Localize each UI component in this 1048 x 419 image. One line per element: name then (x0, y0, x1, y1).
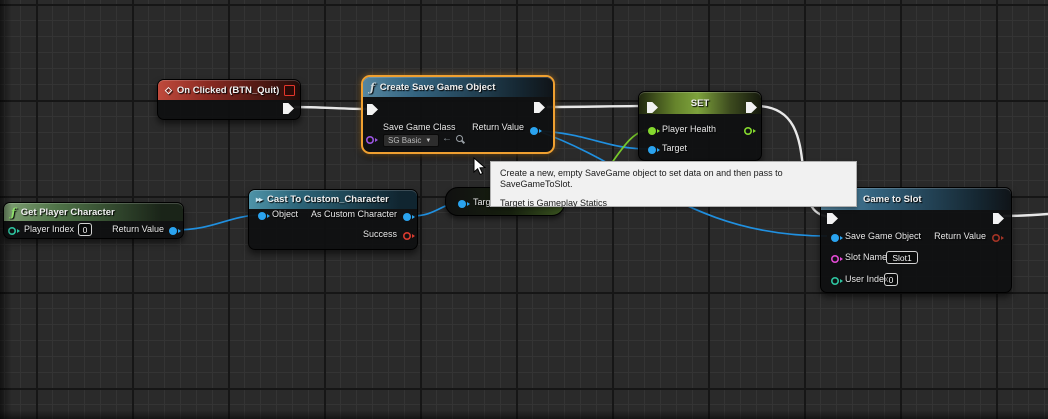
return-value-pin-label: Return Value (112, 224, 164, 234)
function-icon: ƒ (11, 205, 16, 219)
node-header[interactable]: SET (639, 92, 761, 114)
class-select-value: SG Basic (388, 136, 422, 145)
browse-asset-icon[interactable] (456, 135, 463, 142)
chevron-down-icon: ▼ (425, 137, 432, 144)
return-value-pin[interactable] (992, 234, 1004, 242)
player-index-pin[interactable] (8, 227, 20, 235)
node-tooltip: Create a new, empty SaveGame object to s… (490, 161, 857, 208)
mouse-cursor (473, 157, 487, 176)
return-value-pin-label: Return Value (934, 231, 986, 241)
data-wire-playercharacter-to-object (174, 214, 260, 231)
player-index-pin-label: Player Index (24, 224, 75, 234)
node-cast-to-custom-character[interactable]: ▸▸ Cast To Custom_Character Object As Cu… (248, 189, 418, 250)
exec-wire-create-to-set (546, 104, 653, 109)
target-pin[interactable] (648, 146, 660, 154)
node-create-save-game-object[interactable]: ƒ Create Save Game Object Save Game Clas… (361, 75, 555, 154)
node-save-game-to-slot[interactable]: Game to Slot Save Game Object Return Val… (820, 187, 1012, 293)
as-custom-character-pin-label: As Custom Character (310, 209, 397, 219)
exec-out-pin[interactable] (993, 213, 1004, 224)
class-select-dropdown[interactable]: SG Basic ▼ (383, 134, 439, 147)
return-value-pin-label: Return Value (472, 122, 524, 132)
node-title: Cast To Custom_Character (267, 194, 389, 205)
exec-in-pin[interactable] (367, 104, 378, 115)
success-pin-label: Success (362, 229, 397, 239)
exec-in-pin[interactable] (647, 102, 658, 113)
return-value-pin[interactable] (169, 227, 181, 235)
delegate-pin[interactable] (284, 84, 296, 96)
cast-icon: ▸▸ (256, 195, 263, 204)
success-pin[interactable] (403, 232, 415, 240)
node-header[interactable]: ▸▸ Cast To Custom_Character (249, 190, 417, 209)
target-pin-label: Targ (473, 197, 491, 207)
node-header[interactable]: Game to Slot (821, 188, 1011, 210)
save-game-object-pin[interactable] (831, 234, 843, 242)
target-pin-label: Target (662, 143, 688, 153)
object-pin[interactable] (258, 212, 270, 220)
exec-wire-onclicked-to-create (293, 105, 368, 111)
event-icon: ◇ (165, 84, 172, 95)
node-set-player-health[interactable]: SET Player Health Target (638, 91, 762, 161)
object-pin-label: Object (272, 209, 299, 219)
node-title: Get Player Character (20, 206, 115, 218)
exec-out-pin[interactable] (283, 103, 294, 114)
node-on-clicked[interactable]: ◇ On Clicked (BTN_Quit) (157, 79, 301, 120)
use-selected-asset-icon[interactable]: ← (442, 133, 452, 144)
user-index-pin-label: User Index (845, 274, 889, 284)
node-title: Game to Slot (863, 193, 922, 205)
exec-in-pin[interactable] (827, 213, 838, 224)
save-game-object-pin-label: Save Game Object (845, 231, 922, 241)
node-header[interactable]: ƒ Create Save Game Object (363, 77, 553, 97)
node-header[interactable]: ƒ Get Player Character (4, 203, 183, 221)
node-title: SET (690, 97, 710, 109)
target-pin[interactable] (458, 200, 470, 208)
node-title: On Clicked (BTN_Quit) (176, 84, 280, 96)
exec-out-pin[interactable] (746, 102, 757, 113)
player-health-in-pin[interactable] (648, 127, 660, 135)
slot-name-pin-label: Slot Name (845, 252, 888, 262)
function-icon: ƒ (370, 80, 375, 94)
player-index-input[interactable] (78, 223, 92, 236)
tooltip-line-2: Target is Gameplay Statics (500, 198, 608, 208)
node-header[interactable]: ◇ On Clicked (BTN_Quit) (158, 80, 300, 100)
exec-out-pin[interactable] (534, 102, 545, 113)
user-index-input[interactable] (884, 273, 898, 286)
slot-name-pin[interactable] (831, 255, 843, 263)
as-custom-character-pin[interactable] (403, 213, 415, 221)
return-value-pin[interactable] (530, 127, 542, 135)
node-get-player-character[interactable]: ƒ Get Player Character Player Index Retu… (3, 202, 184, 239)
save-game-class-pin[interactable] (366, 136, 378, 144)
node-title: Create Save Game Object (379, 81, 496, 93)
user-index-pin[interactable] (831, 277, 843, 285)
player-health-out-pin[interactable] (744, 127, 756, 135)
slot-name-input[interactable] (886, 251, 918, 264)
player-health-pin-label: Player Health (662, 124, 717, 134)
tooltip-line-1: Create a new, empty SaveGame object to s… (500, 168, 783, 189)
save-game-class-pin-label: Save Game Class (383, 122, 456, 132)
